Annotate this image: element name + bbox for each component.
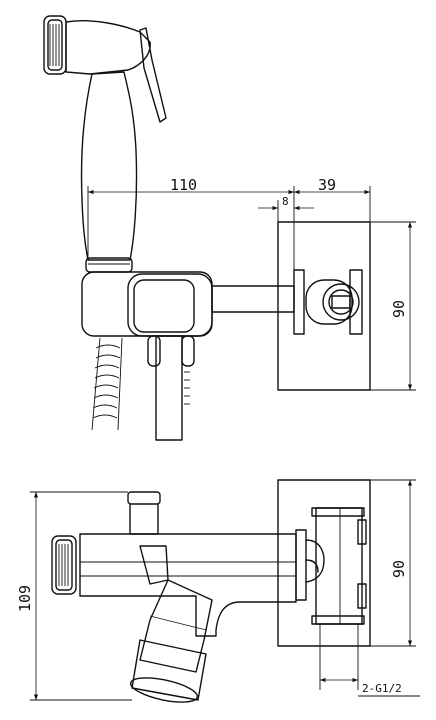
wall-plate-front [277, 221, 371, 391]
shower-head-nozzle [43, 15, 67, 75]
side-nozzle [51, 535, 77, 595]
wall-plate-side [277, 479, 371, 647]
holder-block [81, 271, 213, 337]
valve-knob [147, 335, 161, 367]
side-hose-fitting [129, 579, 213, 703]
dimension-110: 110 [170, 176, 197, 194]
dimension-8: 8 [282, 195, 289, 208]
side-view: 109 90 2-G1/2 [16, 479, 420, 703]
valve-cap [127, 491, 161, 505]
side-valve-body [305, 507, 367, 625]
dimension-109: 109 [16, 585, 34, 612]
valve-stem [155, 335, 183, 441]
dimension-90-front: 90 [390, 300, 408, 318]
side-arm [79, 533, 297, 637]
dimension-thread: 2-G1/2 [362, 682, 402, 695]
side-lever [139, 545, 169, 585]
dimension-39: 39 [318, 176, 336, 194]
shower-head-body [65, 20, 151, 75]
holder-arm [211, 285, 295, 313]
shower-lever [139, 27, 167, 123]
outlet-connector [305, 269, 363, 335]
shower-handle [80, 71, 138, 261]
hose [91, 337, 123, 431]
dimension-90-side: 90 [390, 560, 408, 578]
front-view: 110 39 8 90 [43, 15, 416, 441]
